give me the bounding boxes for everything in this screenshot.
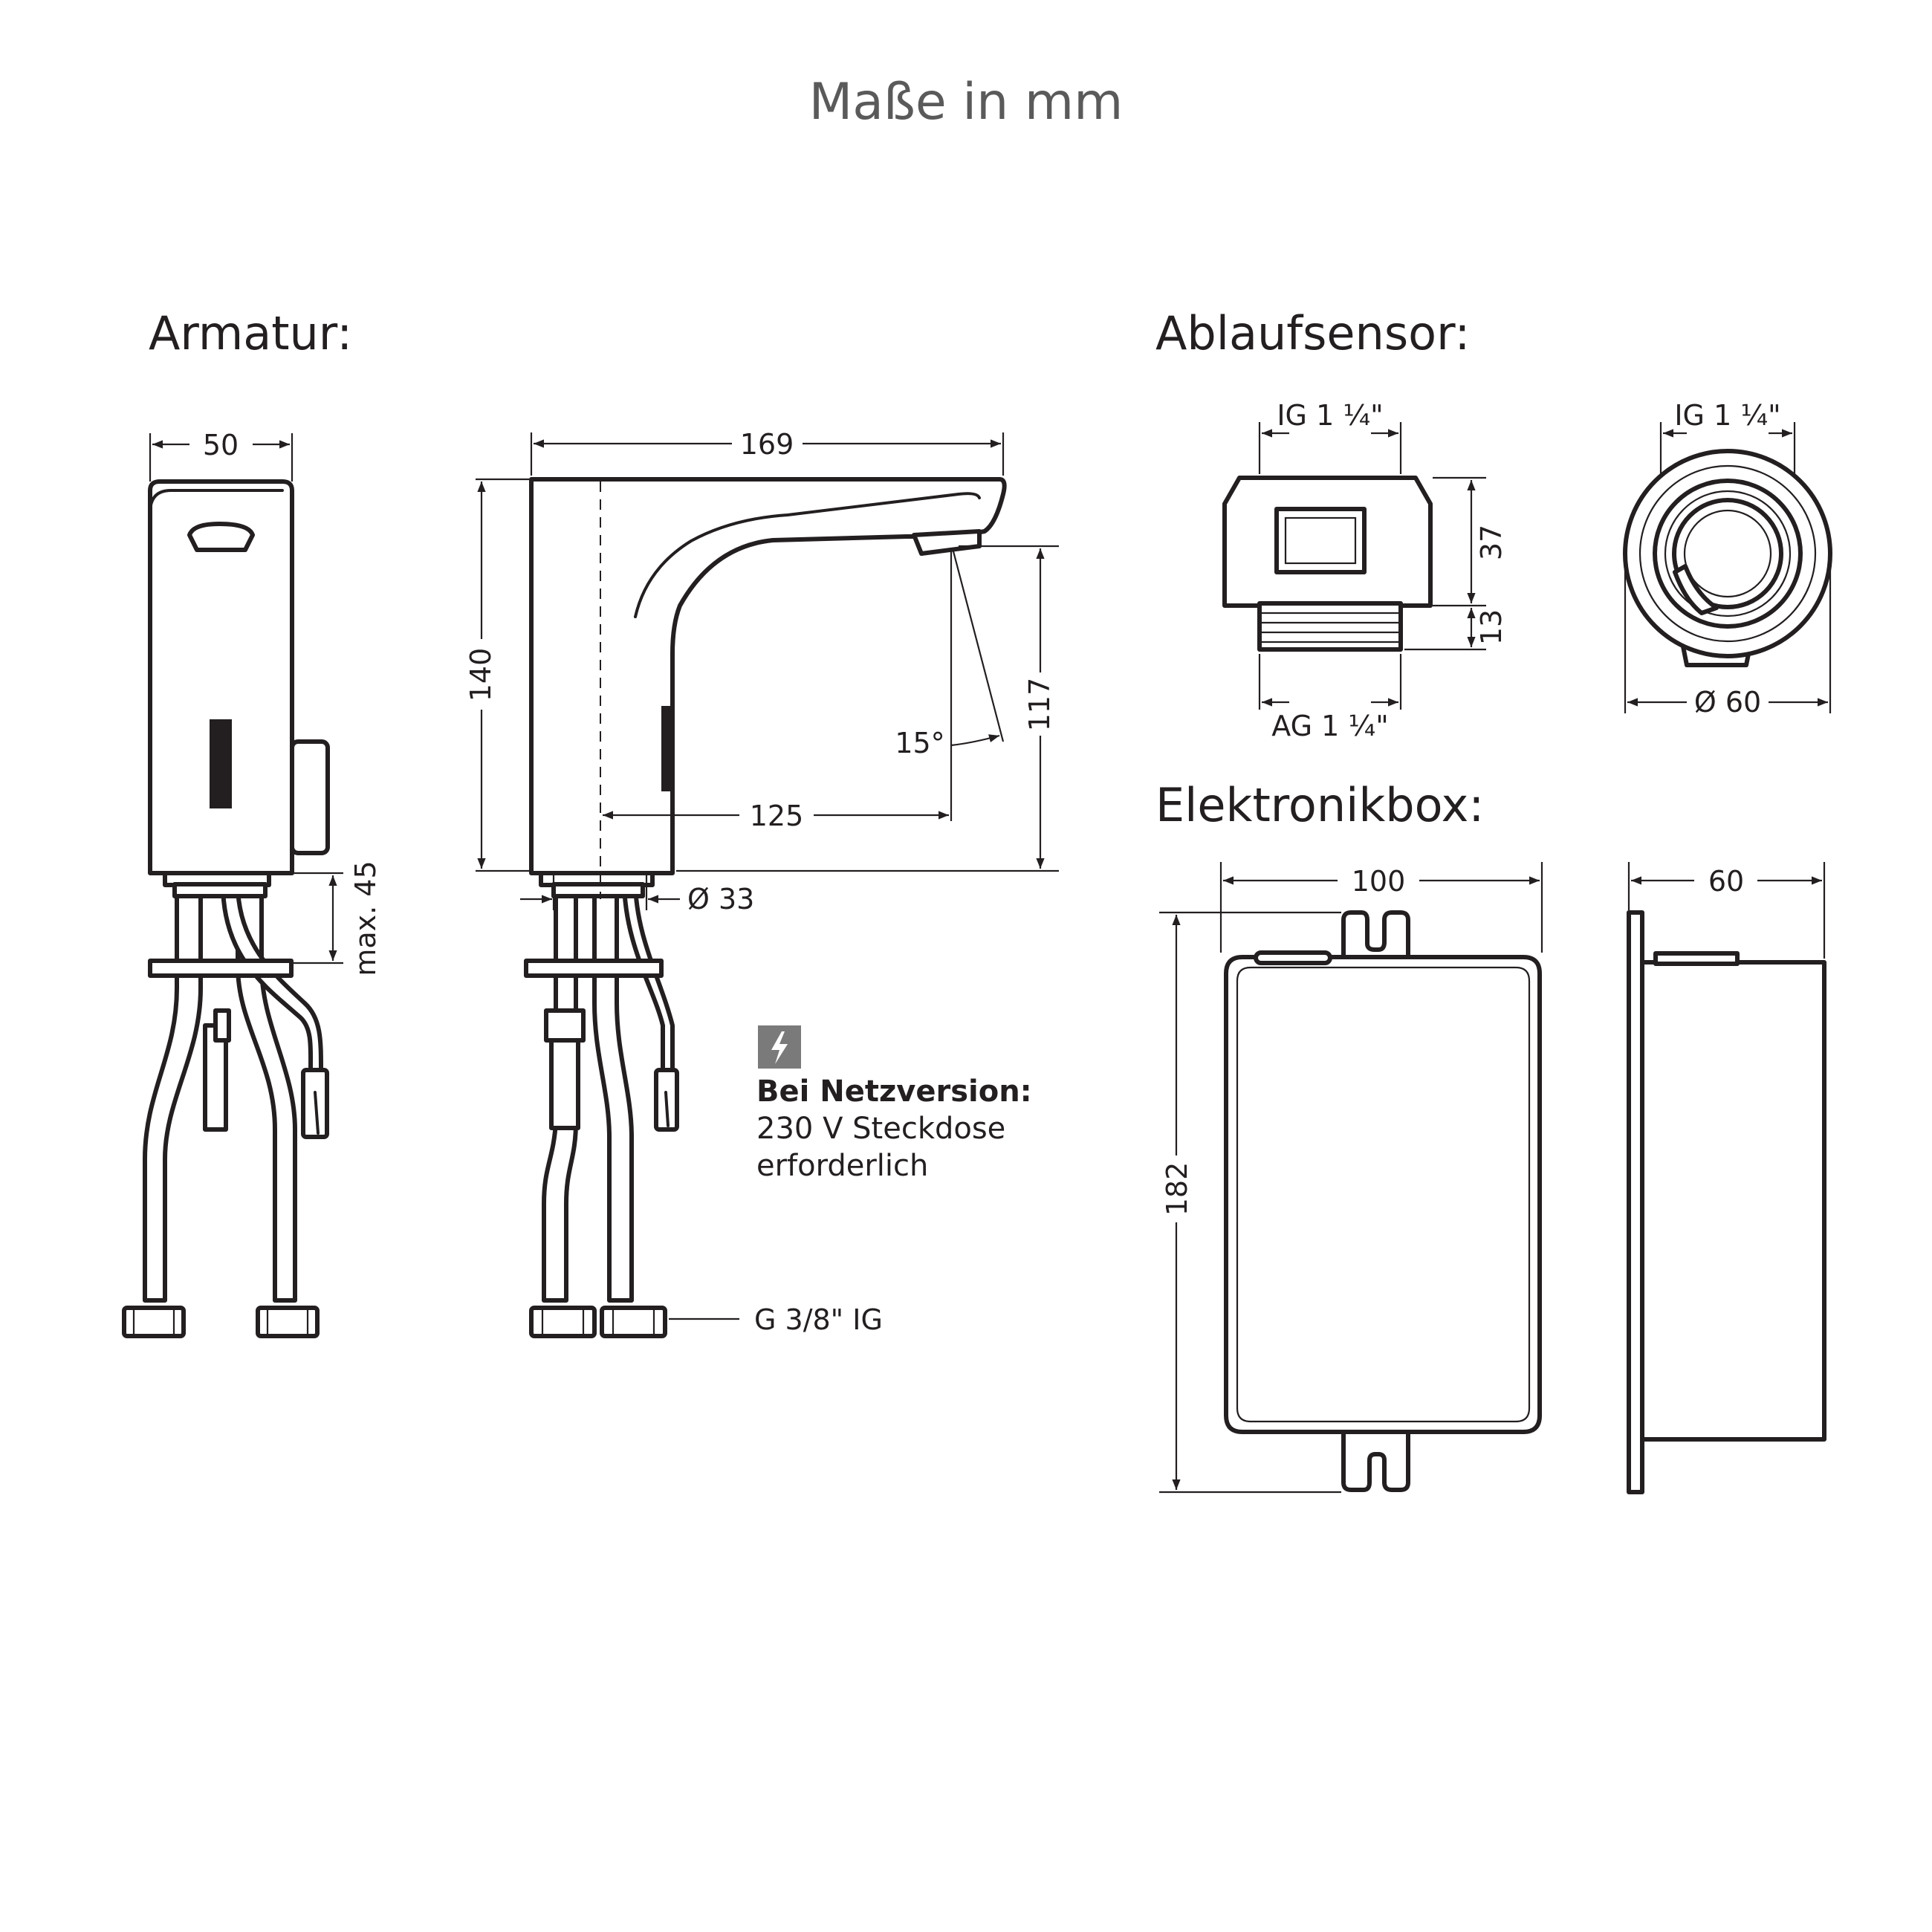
front-dimensions: 50 max. 45 [149, 429, 382, 976]
drain-sensor-top-dims: IG 1 ¼" Ø 60 [1624, 399, 1832, 719]
power-note: Bei Netzversion: 230 V Steckdose erforde… [756, 1025, 1032, 1183]
dim-side-height: 140 [464, 648, 497, 702]
dim-sensor-diameter: Ø 60 [1694, 686, 1761, 719]
dim-max-height: max. 45 [349, 860, 382, 976]
electronics-box-front-dims: 100 182 [1159, 862, 1543, 1494]
note-line1: 230 V Steckdose [756, 1112, 1005, 1146]
drain-sensor-side-dims: IG 1 ¼" AG 1 ¼" 37 13 [1258, 399, 1508, 742]
dim-sensor-height-body: 37 [1475, 525, 1508, 560]
dim-diameter: Ø 33 [687, 883, 754, 915]
electronics-box-side [1627, 910, 1826, 1494]
dim-sensor-top: IG 1 ¼" [1674, 399, 1780, 432]
section-armatur: Armatur: [149, 306, 352, 360]
dim-spout-reach: 125 [750, 800, 804, 832]
dim-box-width: 100 [1352, 865, 1406, 898]
dim-connection: G 3/8" IG [754, 1303, 883, 1336]
electronics-box-side-dims: 60 [1627, 862, 1826, 959]
faucet-front-view [122, 479, 330, 1338]
sensor-window [210, 719, 232, 808]
dim-side-length: 169 [740, 428, 794, 461]
section-elektronikbox: Elektronikbox: [1155, 778, 1484, 832]
lightning-icon [758, 1025, 801, 1069]
dim-sensor-side-top: IG 1 ¼" [1277, 399, 1383, 432]
dim-box-height: 182 [1161, 1162, 1193, 1216]
note-line2: erforderlich [756, 1149, 928, 1183]
side-dimensions: 169 140 117 15° 125 Ø 33 G 3/8" IG [464, 428, 1059, 1336]
dim-box-depth: 60 [1708, 865, 1744, 898]
dim-spout-angle: 15° [895, 727, 944, 759]
faucet-side-view [524, 477, 1007, 1338]
drain-sensor-side [1222, 476, 1433, 652]
note-heading: Bei Netzversion: [756, 1074, 1032, 1109]
page-title: Maße in mm [809, 73, 1124, 132]
dim-spout-height: 117 [1023, 678, 1056, 732]
dim-front-width: 50 [203, 429, 239, 461]
section-ablaufsensor: Ablaufsensor: [1155, 306, 1470, 360]
electronics-box-front [1224, 910, 1542, 1492]
dim-sensor-height-thread: 13 [1475, 609, 1508, 645]
drain-sensor-top [1623, 449, 1832, 667]
dim-sensor-side-bottom: AG 1 ¼" [1271, 710, 1388, 742]
